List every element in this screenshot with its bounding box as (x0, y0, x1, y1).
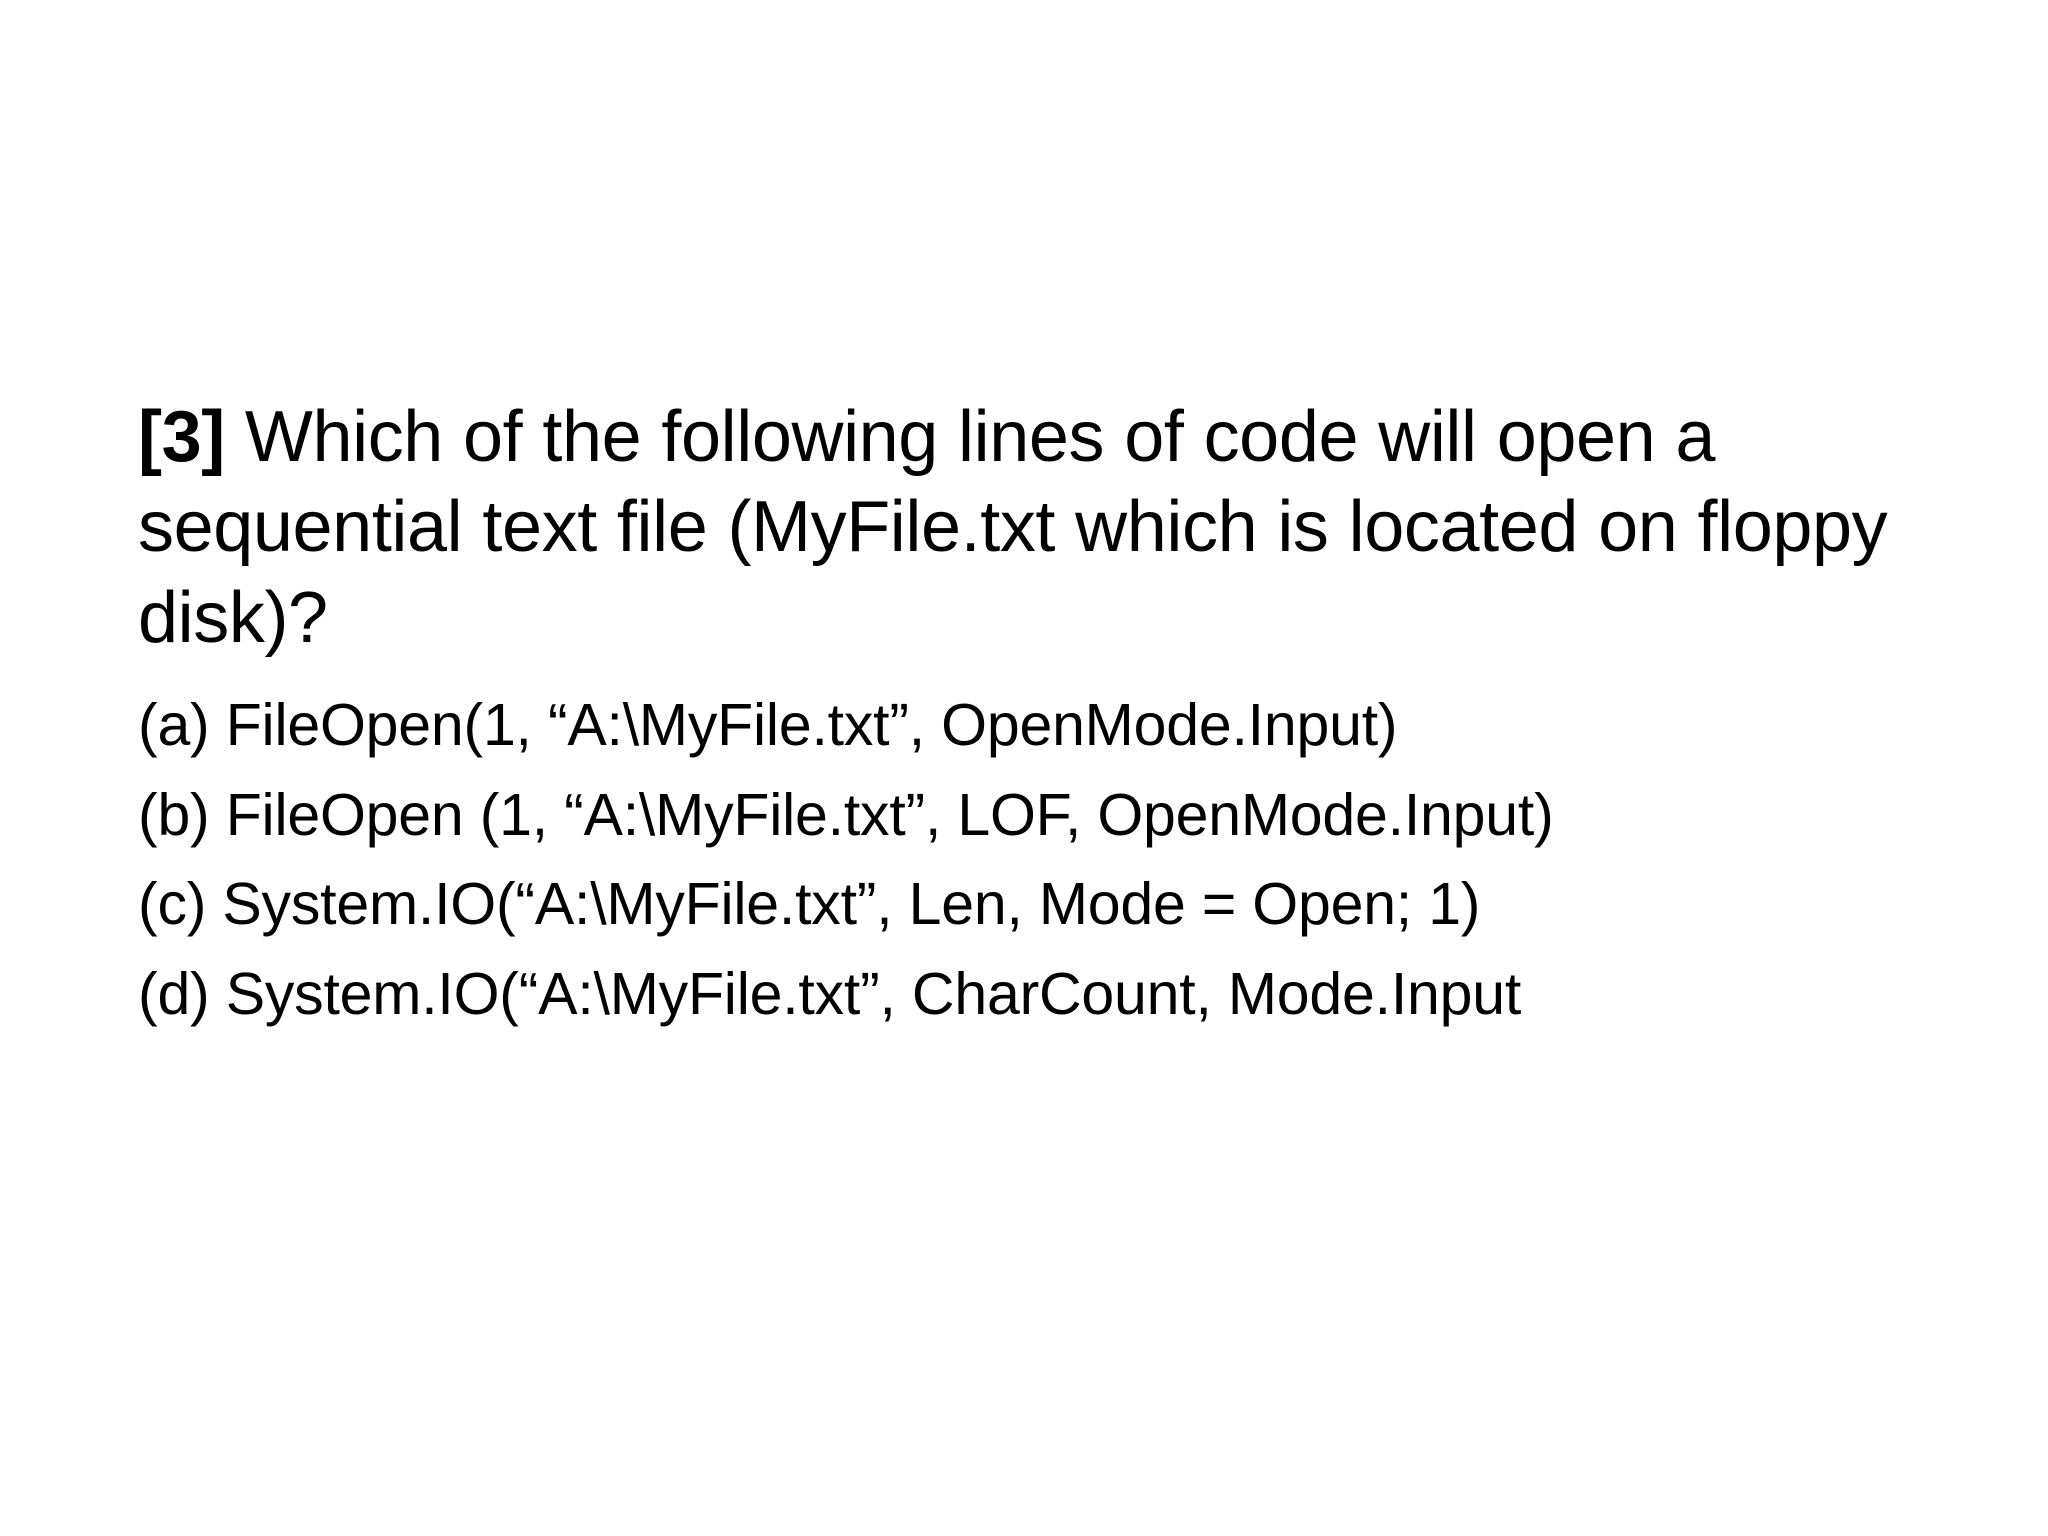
answer-option-c[interactable]: (c) System.IO(“A:\MyFile.txt”, Len, Mode… (138, 871, 1481, 938)
answer-option-b[interactable]: (b) FileOpen (1, “A:\MyFile.txt”, LOF, O… (138, 781, 1554, 848)
answer-options-list: (a) FileOpen(1, “A:\MyFile.txt”, OpenMod… (138, 681, 1928, 1040)
question-number: [3] (138, 397, 225, 477)
question-prompt: Which of the following lines of code wil… (138, 397, 1888, 658)
slide-content-block: [3] Which of the following lines of code… (138, 392, 1928, 1040)
question-text: [3] Which of the following lines of code… (138, 392, 1928, 663)
answer-option-a[interactable]: (a) FileOpen(1, “A:\MyFile.txt”, OpenMod… (138, 692, 1398, 759)
answer-option-d[interactable]: (d) System.IO(“A:\MyFile.txt”, CharCount… (138, 961, 1522, 1028)
